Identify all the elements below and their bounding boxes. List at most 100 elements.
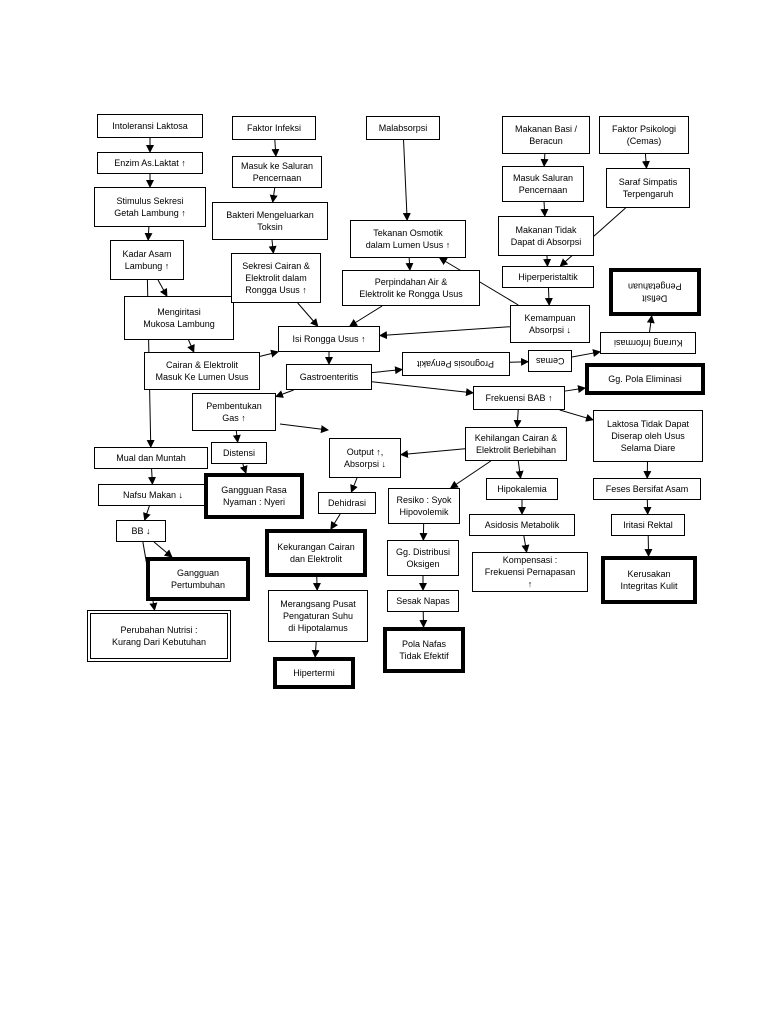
- node-label: Iritasi Rektal: [623, 519, 673, 530]
- node-label: Pembentukan Gas ↑: [206, 400, 262, 423]
- node-masuk-saluran-2: Masuk Saluran Pencernaan: [502, 166, 584, 202]
- node-bakteri: Bakteri Mengeluarkan Toksin: [212, 202, 328, 240]
- node-saraf-simpatis: Saraf Simpatis Terpengaruh: [606, 168, 690, 208]
- node-label: Mengiritasi Mukosa Lambung: [143, 306, 215, 329]
- node-label: Enzim As.Laktat ↑: [114, 157, 186, 168]
- node-sesak: Sesak Napas: [387, 590, 459, 612]
- edge-gastroenteritis-to-pembentukan-gas: [275, 389, 294, 398]
- node-gg-pola-eliminasi: Gg. Pola Eliminasi: [585, 363, 705, 395]
- node-label: Kompensasi : Frekuensi Pernapasan ↑: [484, 554, 576, 590]
- node-label: Pola Nafas Tidak Efektif: [399, 638, 449, 661]
- node-label: Stimulus Sekresi Getah Lambung ↑: [114, 195, 186, 218]
- edge-frekuensi-bab-to-laktosa-tidak: [559, 409, 594, 422]
- node-pembentukan-gas: Pembentukan Gas ↑: [192, 393, 276, 431]
- node-label: Hiperperistaltik: [518, 271, 578, 282]
- node-perubahan-nutrisi: Perubahan Nutrisi : Kurang Dari Kebutuha…: [87, 610, 231, 662]
- node-label: Malabsorpsi: [378, 122, 428, 133]
- node-kehilangan: Kehilangan Cairan & Elektrolit Berlebiha…: [465, 427, 567, 461]
- node-malabsorpsi: Malabsorpsi: [366, 116, 440, 140]
- edge-dehidrasi-to-kekurangan-cairan: [330, 513, 341, 530]
- node-label: BB ↓: [131, 525, 151, 536]
- node-label: Merangsang Pusat Pengaturan Suhu di Hipo…: [280, 598, 356, 634]
- node-label: Hipokalemia: [497, 483, 547, 494]
- node-stimulus: Stimulus Sekresi Getah Lambung ↑: [94, 187, 206, 227]
- node-hipertermi: Hipertermi: [273, 657, 355, 689]
- node-label: Tekanan Osmotik dalam Lumen Usus ↑: [365, 227, 451, 250]
- node-cemas: Cemas: [528, 350, 572, 372]
- edge-pembentukan-gas-to-distensi: [232, 430, 241, 443]
- node-tekanan-osmotik: Tekanan Osmotik dalam Lumen Usus ↑: [350, 220, 466, 258]
- node-label: Kemampuan Absorpsi ↓: [524, 312, 576, 335]
- node-label: Resiko : Syok Hipovolemik: [396, 494, 452, 517]
- node-kadar-asam: Kadar Asam Lambung ↑: [110, 240, 184, 280]
- edge-sekresi-cairan-to-isi-rongga: [297, 302, 319, 327]
- node-label: Saraf Simpatis Terpengaruh: [618, 176, 678, 199]
- node-label: Output ↑, Absorpsi ↓: [343, 446, 387, 469]
- node-resiko-syok: Resiko : Syok Hipovolemik: [388, 488, 460, 524]
- edge-hiperperistaltik-to-kemampuan-absorpsi: [544, 287, 553, 306]
- edge-output-to-dehidrasi: [350, 477, 358, 493]
- node-label: Mual dan Muntah: [116, 452, 186, 463]
- node-label: Gg. Pola Eliminasi: [608, 373, 682, 384]
- node-kerusakan: Kerusakan Integritas Kulit: [601, 556, 697, 604]
- node-kompensasi: Kompensasi : Frekuensi Pernapasan ↑: [472, 552, 588, 592]
- node-label: Cairan & Elektrolit Masuk Ke Lumen Usus: [155, 359, 249, 382]
- node-pola-nafas: Pola Nafas Tidak Efektif: [383, 627, 465, 673]
- node-label: Gangguan Rasa Nyaman : Nyeri: [221, 484, 287, 507]
- node-label: Gangguan Pertumbuhan: [170, 567, 226, 590]
- edge-kehilangan-to-output: [400, 448, 466, 458]
- node-label: Kadar Asam Lambung ↑: [122, 248, 172, 271]
- node-kemampuan-absorpsi: Kemampuan Absorpsi ↓: [510, 305, 590, 343]
- node-asidosis: Asidosis Metabolik: [469, 514, 575, 536]
- edge-makanan-basi-to-masuk-saluran-2: [540, 153, 549, 167]
- node-laktosa-tidak: Laktosa Tidak Dapat Diserap oleh Usus Se…: [593, 410, 703, 462]
- node-enzim: Enzim As.Laktat ↑: [97, 152, 203, 174]
- edge-faktor-infeksi-to-masuk-saluran: [271, 139, 280, 157]
- edge-kurang-informasi-to-defisit-pengetahuan: [646, 315, 655, 333]
- node-gangguan-rasa-nyaman: Gangguan Rasa Nyaman : Nyeri: [204, 473, 304, 519]
- node-iritasi-rektal: Iritasi Rektal: [611, 514, 685, 536]
- edge-bakteri-to-sekresi-cairan: [268, 239, 277, 254]
- node-gangguan-pertumbuhan: Gangguan Pertumbuhan: [146, 557, 250, 601]
- node-label: Masuk ke Saluran Pencernaan: [240, 160, 314, 183]
- node-makanan-tidak: Makanan Tidak Dapat di Absorpsi: [498, 216, 594, 256]
- node-hipokalemia: Hipokalemia: [486, 478, 558, 500]
- node-label: Distensi: [222, 447, 255, 458]
- node-masuk-saluran: Masuk ke Saluran Pencernaan: [232, 156, 322, 188]
- node-defisit-pengetahuan: Defisit Pengetahuan: [609, 268, 701, 316]
- edge-cairan-elektrolit-lumen-to-isi-rongga: [259, 349, 279, 358]
- node-label: Gastroenteritis: [299, 371, 359, 382]
- node-prognosis: Prognosis Penyakit: [402, 352, 510, 376]
- node-label: Makanan Tidak Dapat di Absorpsi: [510, 224, 582, 247]
- node-label: Hipertermi: [293, 667, 335, 678]
- edge-frekuensi-bab-to-kehilangan: [513, 409, 522, 428]
- node-faktor-infeksi: Faktor Infeksi: [232, 116, 316, 140]
- edge-kehilangan-to-hipokalemia: [515, 460, 524, 479]
- edge-distensi-to-gangguan-rasa-nyaman: [239, 463, 248, 474]
- edge-kadar-asam-to-mengiritasi: [157, 279, 168, 297]
- node-merangsang: Merangsang Pusat Pengaturan Suhu di Hipo…: [268, 590, 368, 642]
- edge-stimulus-to-kadar-asam: [144, 226, 153, 241]
- edge-nafsu-to-bb: [143, 505, 151, 521]
- edge-tekanan-osmotik-to-perpindahan-air: [405, 257, 414, 271]
- edge-pembentukan-gas-stray: [279, 423, 329, 434]
- edge-perpindahan-air-to-isi-rongga: [349, 305, 383, 327]
- edge-asidosis-to-kompensasi: [521, 535, 530, 553]
- node-label: Kurang Informasi: [613, 338, 683, 349]
- node-frekuensi-bab: Frekuensi BAB ↑: [473, 386, 565, 410]
- node-label: Feses Bersifat Asam: [605, 483, 689, 494]
- node-label: Faktor Psikologi (Cemas): [611, 123, 677, 146]
- node-nafsu: Nafsu Makan ↓: [98, 484, 208, 506]
- node-kekurangan-cairan: Kekurangan Cairan dan Elektrolit: [265, 529, 367, 577]
- edge-prognosis-to-cemas: [509, 357, 529, 366]
- node-isi-rongga: Isi Rongga Usus ↑: [278, 326, 380, 352]
- edge-bb-to-gangguan-pertumbuhan: [153, 541, 173, 558]
- node-label: Dehidrasi: [327, 497, 367, 508]
- node-kurang-informasi: Kurang Informasi: [600, 332, 696, 354]
- node-label: Intoleransi Laktosa: [112, 120, 188, 131]
- node-cairan-elektrolit-lumen: Cairan & Elektrolit Masuk Ke Lumen Usus: [144, 352, 260, 390]
- edge-mual-to-nafsu: [148, 468, 157, 485]
- edge-mengiritasi-to-cairan-elektrolit-lumen: [187, 339, 195, 353]
- node-label: Makanan Basi / Beracun: [514, 123, 578, 146]
